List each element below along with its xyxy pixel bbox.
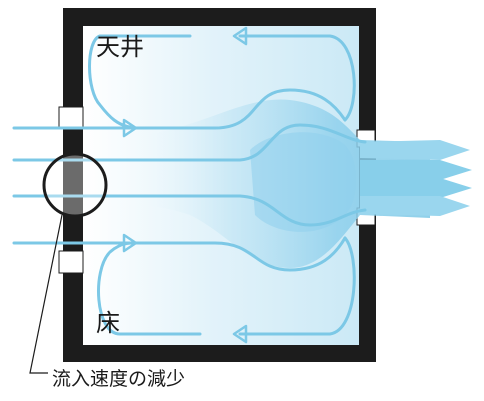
ceiling-label: 天井 [96, 33, 144, 61]
outlet-arrow-3 [360, 178, 472, 198]
outlet-arrow-4 [360, 196, 470, 216]
inlet-opening-bottom [58, 250, 84, 274]
inlet-opening-top [58, 106, 84, 128]
outlet-arrow-2 [360, 160, 472, 180]
arrowhead-floor [232, 324, 248, 344]
flow-arrowheads [122, 26, 248, 344]
airflow-streamlines [12, 34, 367, 336]
streamline-bottom [12, 236, 347, 272]
outlet-arrow-1 [360, 140, 470, 160]
floor-label: 床 [96, 309, 120, 337]
streamline-lower-mid [12, 194, 367, 227]
ceiling-recirculation [238, 34, 356, 122]
annotation-leader-line [29, 214, 63, 374]
floor-recirculation [238, 236, 356, 336]
streamline-upper-mid [12, 123, 367, 162]
ceiling-return [88, 34, 192, 129]
arrowhead-top-inlet [122, 118, 138, 138]
arrowhead-bottom-inlet [122, 233, 138, 253]
airflow-jet-core [250, 132, 357, 232]
annotation-caption: 流入速度の減少 [52, 368, 186, 390]
reduced-inflow-marker [42, 152, 108, 218]
arrowhead-ceiling [232, 26, 248, 46]
streamline-top [12, 88, 347, 130]
